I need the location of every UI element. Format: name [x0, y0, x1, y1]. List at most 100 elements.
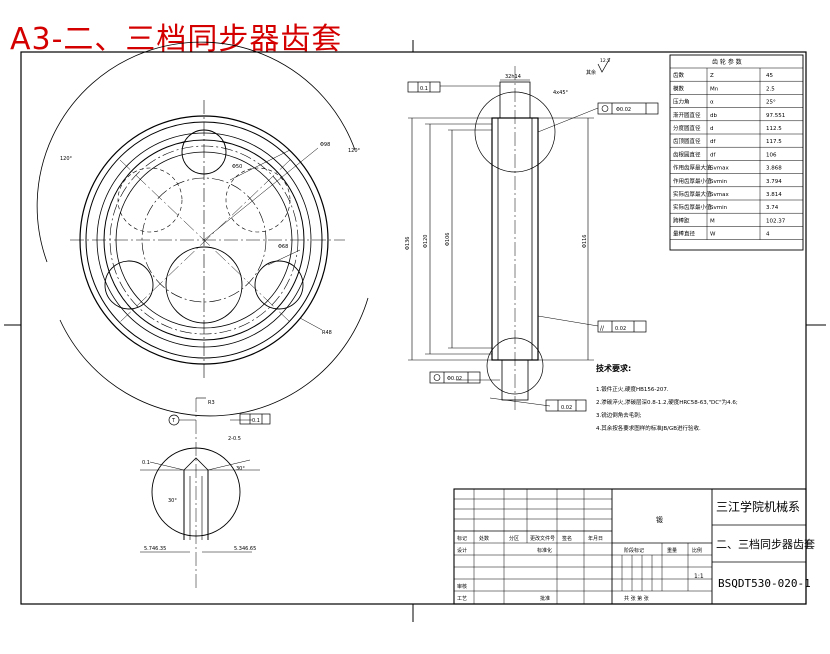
- tol-left: 0.1: [142, 460, 150, 466]
- param-symbol: Svmax: [710, 166, 729, 172]
- tech-line-4: 4.其余按各要求图样的标准JB/GB进行验收.: [596, 424, 701, 432]
- param-symbol: df: [710, 152, 716, 158]
- parallel-icon: //: [600, 325, 605, 332]
- dim-left: Φ136: [405, 237, 411, 250]
- circle-label-4: R48: [322, 330, 332, 336]
- section-view: [408, 66, 599, 410]
- roughness-value: 12.5: [600, 58, 610, 64]
- tb-craft: 工艺: [457, 596, 467, 602]
- tb-mark: 标记: [457, 535, 467, 542]
- tolerance-frame-coaxial-top: Φ0.02: [597, 102, 659, 115]
- front-view: [36, 41, 369, 417]
- param-symbol: Svmin: [710, 179, 728, 185]
- param-symbol: df: [710, 139, 716, 145]
- param-name: 量棒直径: [673, 230, 696, 238]
- front-view-labels: 120° 120° Φ98 Φ50 Φ68 R48: [60, 142, 361, 336]
- tech-line-2: 2.渗碳淬火,渗碳层深0.8-1.2,硬度HRC58-63,"DC"为4.6;: [596, 398, 738, 406]
- width-dim: 32h14: [505, 74, 521, 80]
- param-name: 齿数: [673, 71, 685, 79]
- param-symbol: Mn: [710, 86, 719, 92]
- param-name: 作用齿厚最小值: [673, 177, 712, 185]
- angle-left: 30°: [168, 498, 177, 504]
- tb-zone: 分区: [509, 535, 519, 542]
- tb-sign: 签名: [562, 535, 572, 542]
- dim-right: Φ116: [582, 235, 588, 248]
- tolerance-frame-runout: 0.02: [545, 399, 587, 412]
- tb-date: 年月日: [588, 535, 603, 542]
- param-symbol: d: [710, 126, 714, 132]
- drawing-title: A3-二、三档同步器齿套: [10, 22, 343, 57]
- small-radius: R3: [208, 400, 215, 406]
- param-name: 实际齿厚最小值: [673, 203, 712, 211]
- param-table-heading: 齿 轮 参 数: [712, 58, 742, 66]
- tolerance-frame-symmetry: 0.1: [407, 81, 441, 93]
- param-name: 实际齿厚最大值: [673, 190, 712, 198]
- param-value: 3.814: [766, 192, 782, 198]
- param-value: 2.5: [766, 86, 775, 92]
- param-symbol: Svmin: [710, 205, 728, 211]
- dim-right-bottom: 5.346.65: [234, 546, 256, 552]
- param-name: 跨棒距: [673, 216, 690, 224]
- datum-letter: T: [171, 418, 176, 424]
- param-value: 106: [766, 152, 777, 158]
- param-value: 4: [766, 232, 770, 238]
- param-name: 作用齿厚最大值: [673, 164, 712, 172]
- tb-weight: 重量: [667, 547, 677, 554]
- param-symbol: M: [710, 218, 715, 224]
- param-name: 齿根圆直径: [673, 150, 701, 158]
- circle-label-2: Φ50: [232, 164, 242, 170]
- dim-mid2: Φ106: [445, 233, 451, 246]
- tb-count: 处数: [479, 535, 489, 542]
- circle-label-3: Φ68: [278, 244, 288, 250]
- roughness-label: 其余: [586, 69, 596, 76]
- tech-line-1: 1.锻件正火,硬度HB156-207.: [596, 385, 669, 393]
- tb-sheets: 共 张 第 张: [624, 595, 649, 602]
- param-value: 3.794: [766, 179, 782, 185]
- tolerance-frame-coaxial-bottom: Φ0.02: [429, 371, 481, 384]
- runout-value: 0.02: [561, 405, 572, 411]
- angle-label-1: 120°: [60, 156, 73, 162]
- param-value: 3.868: [766, 166, 782, 172]
- tb-doc: 更改文件号: [530, 535, 555, 542]
- section-dims: Φ136 Φ120 Φ106 Φ116 32h14 4x45°: [405, 74, 588, 250]
- title-block: [453, 488, 807, 605]
- symmetry-value: 0.1: [420, 86, 428, 92]
- coaxial-value-top: Φ0.02: [616, 107, 631, 113]
- tb-std: 标准化: [537, 547, 552, 554]
- title-block-text: 标记 处数 分区 更改文件号 签名 年月日 设计 标准化 审核 工艺 批准 锻 …: [457, 499, 815, 602]
- tb-material: 锻: [656, 515, 663, 524]
- param-value: 112.5: [766, 126, 782, 132]
- param-value: 3.74: [766, 205, 779, 211]
- circle-label-1: Φ98: [320, 142, 330, 148]
- tb-approve: 批准: [540, 595, 550, 602]
- tb-review: 审核: [457, 583, 467, 590]
- param-name: 压力角: [673, 98, 690, 106]
- angle-right: 30°: [236, 466, 245, 472]
- param-value: 117.5: [766, 139, 782, 145]
- tolerance-frame-parallel: // 0.02: [597, 320, 647, 333]
- tb-code: BSQDT530-020-1: [718, 577, 811, 590]
- tb-part: 二、三档同步器齿套: [716, 537, 815, 551]
- param-value: 25°: [766, 100, 776, 106]
- dim-left-bottom: 5.746.35: [144, 546, 166, 552]
- param-value: 45: [766, 73, 773, 79]
- parallel-value: 0.02: [615, 326, 626, 332]
- param-name: 分度圆直径: [673, 124, 701, 132]
- tb-design: 设计: [457, 547, 467, 554]
- chamfer-dim: 4x45°: [553, 90, 569, 96]
- angle-label-2: 120°: [348, 148, 361, 154]
- technical-requirements: 技术要求: 1.锻件正火,硬度HB156-207. 2.渗碳淬火,渗碳层深0.8…: [596, 363, 738, 432]
- tb-ratio: 比例: [692, 547, 702, 554]
- detail-labels: T 0.1 2-0.5 R3 30° 30° 5.746.35 5.346.65…: [142, 400, 271, 552]
- detail-view: [140, 397, 260, 590]
- param-name: 齿顶圆直径: [673, 137, 701, 145]
- dim-mid1: Φ120: [423, 235, 429, 248]
- tech-heading: 技术要求:: [596, 363, 631, 373]
- tech-line-3: 3.锐边倒角去毛刺;: [596, 411, 642, 419]
- param-name: 模数: [673, 84, 685, 92]
- param-symbol: W: [710, 232, 716, 238]
- param-symbol: α: [710, 100, 714, 106]
- coaxial-value-bottom: Φ0.02: [447, 376, 462, 382]
